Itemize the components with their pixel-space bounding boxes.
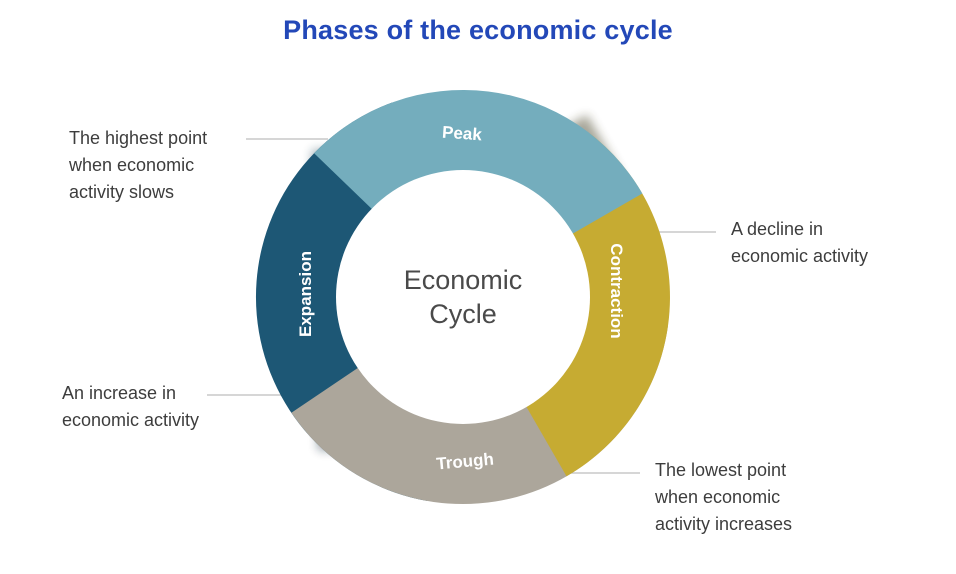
- trough-description-line: when economic: [655, 487, 781, 507]
- peak-description: The highest point when economic activity…: [69, 125, 207, 206]
- center-label-line2: Cycle: [429, 299, 497, 329]
- contraction-label: Contraction: [607, 243, 626, 338]
- expansion-description-line: An increase in: [62, 383, 177, 403]
- contraction-description-line: A decline in: [731, 219, 824, 239]
- contraction-description-line: economic activity: [731, 246, 869, 266]
- trough-description: The lowest point when economic activity …: [655, 457, 792, 538]
- peak-description-line: when economic: [69, 155, 195, 175]
- center-disc: [336, 170, 590, 424]
- peak-description-line: activity slows: [69, 182, 175, 202]
- peak-description-line: The highest point: [69, 128, 208, 148]
- expansion-description-line: economic activity: [62, 410, 200, 430]
- trough-label: Trough: [436, 450, 495, 474]
- center-label-line1: Economic: [404, 265, 523, 295]
- diagram-title: Phases of the economic cycle: [283, 15, 673, 45]
- trough-description-line: The lowest point: [655, 460, 787, 480]
- expansion-label: Expansion: [296, 251, 315, 337]
- peak-segment: [314, 89, 643, 238]
- peak-label: Peak: [441, 123, 482, 145]
- trough-description-line: activity increases: [655, 514, 793, 534]
- contraction-description: A decline in economic activity: [731, 216, 868, 270]
- expansion-description: An increase in economic activity: [62, 380, 199, 434]
